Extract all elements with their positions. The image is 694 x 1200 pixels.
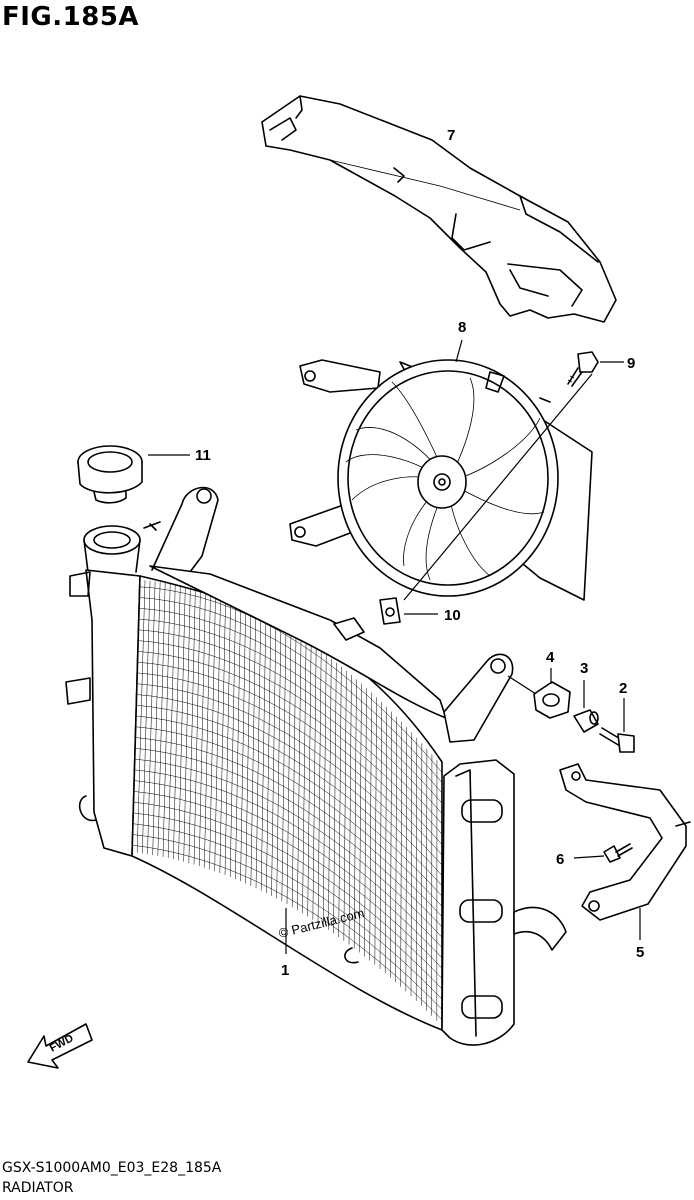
- core-tube-line: [137, 661, 443, 845]
- radiator-part-1[interactable]: [65, 486, 567, 1046]
- core-tube-line: [137, 672, 443, 855]
- core-tube-line: [136, 694, 443, 876]
- core-tube-line: [139, 597, 443, 783]
- callout-9: 9: [627, 355, 635, 372]
- core-tube-line: [135, 726, 443, 907]
- leader-lines: [148, 339, 641, 954]
- callout-2: 2: [619, 680, 627, 697]
- core-tube-line: [134, 758, 443, 938]
- callout-6: 6: [556, 851, 564, 868]
- core-tube-line: [133, 812, 443, 989]
- core-tube-line: [135, 737, 443, 917]
- core-tube-line: [134, 769, 443, 948]
- section-name: RADIATOR: [2, 1180, 74, 1196]
- core-tube-line: [134, 780, 443, 958]
- screw-part-9[interactable]: [567, 351, 599, 387]
- core-tube-line: [137, 651, 443, 835]
- callout-4: 4: [546, 649, 555, 666]
- callout-11: 11: [195, 447, 211, 464]
- core-tube-line: [139, 608, 443, 794]
- model-code: GSX-S1000AM0_E03_E28_185A: [2, 1160, 222, 1176]
- spacer-part-3[interactable]: [573, 709, 599, 733]
- core-tube-line: [138, 629, 443, 814]
- nut-part-10[interactable]: [379, 597, 401, 625]
- cover-part-7[interactable]: [261, 95, 617, 323]
- figure-title: FIG.185A: [2, 2, 140, 32]
- callout-labels: 1 2 3 4 5 6 7 8 9 10 11: [195, 127, 644, 979]
- core-tube-line: [136, 683, 443, 866]
- callout-1: 1: [281, 962, 289, 979]
- fan-part-8[interactable]: [289, 359, 593, 601]
- core-tube-line: [132, 844, 443, 1020]
- core-tube-line: [135, 715, 443, 897]
- cushion-part-4[interactable]: [533, 681, 571, 719]
- callout-8: 8: [458, 319, 466, 336]
- core-tube-line: [133, 801, 443, 979]
- core-tube-line: [139, 586, 443, 773]
- callout-10: 10: [444, 607, 461, 624]
- fwd-arrow-icon: FWD: [27, 1023, 93, 1069]
- core-tube-line: [132, 834, 443, 1010]
- bolt-part-6[interactable]: [603, 843, 633, 863]
- core-tube-line: [136, 704, 443, 886]
- core-tube-line: [133, 791, 443, 969]
- bolt-part-2[interactable]: [599, 727, 635, 753]
- bracket-part-5[interactable]: [559, 763, 691, 921]
- core-tube-line: [135, 748, 443, 928]
- core-tube-line: [132, 823, 443, 1000]
- callout-7: 7: [447, 127, 455, 144]
- cap-part-11[interactable]: [77, 445, 143, 504]
- callout-5: 5: [636, 944, 644, 961]
- core-tube-line: [138, 640, 443, 824]
- callout-3: 3: [580, 660, 588, 677]
- core-tube-line: [138, 618, 443, 804]
